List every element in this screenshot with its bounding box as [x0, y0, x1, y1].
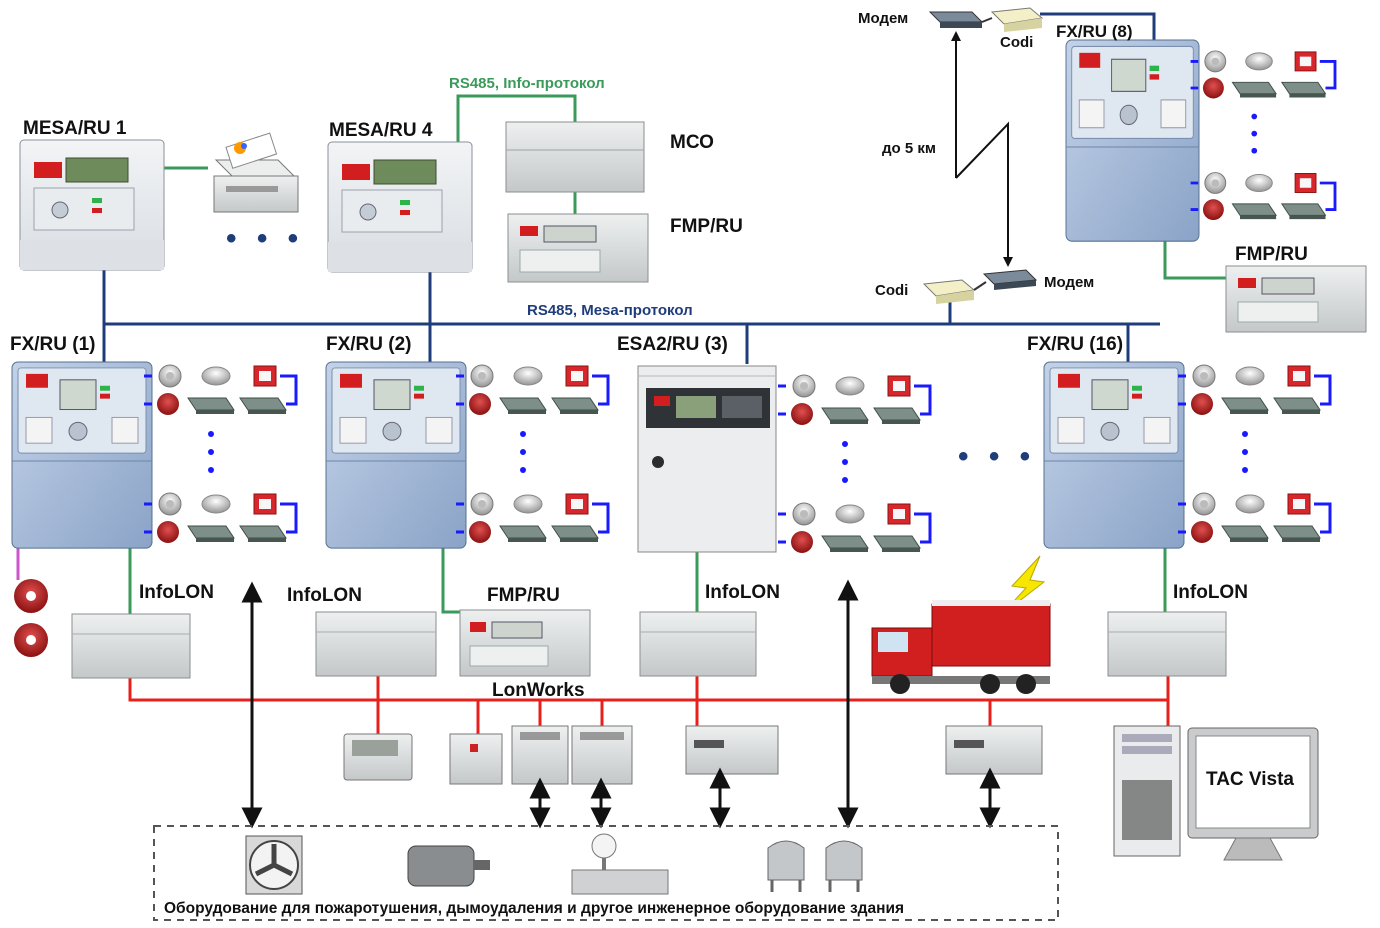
fx-panel-1 — [11, 361, 296, 549]
lon-terminal — [343, 733, 413, 781]
label-fmp-top: FMP/RU — [670, 216, 743, 237]
distance-link — [951, 31, 1013, 267]
modem-top — [928, 11, 984, 28]
equipment-box — [153, 825, 1059, 921]
fan-icon — [245, 835, 303, 895]
fmp-top-device — [507, 213, 649, 283]
motor-icon — [407, 845, 490, 887]
fmp-mid-device — [459, 609, 591, 677]
label-distance: до 5 км — [882, 140, 936, 157]
label-infolon-1: InfoLON — [139, 582, 214, 603]
printer-icon — [213, 132, 299, 213]
modem-bottom — [982, 269, 1038, 290]
label-mesa-1: MESA/RU 1 — [23, 118, 127, 139]
label-fmp-mid: FMP/RU — [487, 585, 560, 606]
infolon-3 — [639, 611, 757, 677]
lon-controller-3 — [571, 725, 633, 785]
label-mesa-protocol: RS485, Mesa-протокол — [527, 302, 693, 319]
label-infolon-4: InfoLON — [1173, 582, 1248, 603]
label-lonworks: LonWorks — [492, 680, 585, 701]
lon-controller-2 — [511, 725, 569, 785]
label-infolon-2: InfoLON — [287, 585, 362, 606]
label-codi-bottom: Codi — [875, 282, 909, 299]
label-fx-1: FX/RU (1) — [10, 334, 96, 355]
fx-panel-2 — [325, 361, 608, 549]
label-equipment: Оборудование для пожаротушения, дымоудал… — [164, 900, 905, 917]
label-codi-top: Codi — [1000, 34, 1034, 51]
codi-bottom — [922, 279, 976, 304]
valve-icon — [571, 833, 669, 895]
label-fmp-right: FMP/RU — [1235, 244, 1308, 265]
infolon-2 — [315, 611, 437, 677]
codi-modem-link-bottom — [973, 281, 987, 291]
label-esa2-3: ESA2/RU (3) — [617, 334, 728, 355]
label-mesa-4: MESA/RU 4 — [329, 120, 433, 141]
fx-panel-16 — [1043, 361, 1330, 549]
infolon-4 — [1107, 611, 1227, 677]
computer-icon — [1113, 725, 1319, 861]
rs485-info-line — [16, 94, 1226, 614]
mco-device — [505, 121, 645, 193]
label-mco: МСО — [670, 132, 714, 153]
label-modem-top: Модем — [858, 10, 909, 27]
control-arrows — [241, 579, 1001, 829]
esa2-panel-3 — [637, 365, 777, 553]
lon-controller-4 — [685, 725, 779, 775]
codi-top — [990, 7, 1044, 32]
tank-icon — [767, 840, 863, 892]
esa2-loops — [778, 375, 930, 553]
lon-controller-5 — [945, 725, 1043, 775]
infolon-1 — [71, 613, 191, 679]
fmp-right-device — [1225, 265, 1367, 333]
ellipsis-mesa: • • • — [226, 222, 305, 255]
fire-truck-icon — [871, 600, 1051, 694]
fx-panel-8 — [1065, 39, 1335, 242]
label-tac-vista: TAC Vista — [1206, 769, 1294, 790]
codi-modem-link-top — [981, 17, 993, 23]
label-fx-8: FX/RU (8) — [1056, 22, 1133, 41]
sounder-icon — [14, 579, 48, 657]
ellipsis-panels: • • • — [958, 440, 1037, 473]
label-info-protocol: RS485, Info-протокол — [449, 75, 605, 92]
lon-controller-1 — [449, 733, 503, 785]
label-fx-2: FX/RU (2) — [326, 334, 412, 355]
label-infolon-3: InfoLON — [705, 582, 780, 603]
mesa-panel-1 — [19, 139, 165, 271]
mesa-panel-4 — [327, 141, 473, 273]
label-fx-16: FX/RU (16) — [1027, 334, 1124, 355]
label-modem-bottom: Модем — [1044, 274, 1095, 291]
